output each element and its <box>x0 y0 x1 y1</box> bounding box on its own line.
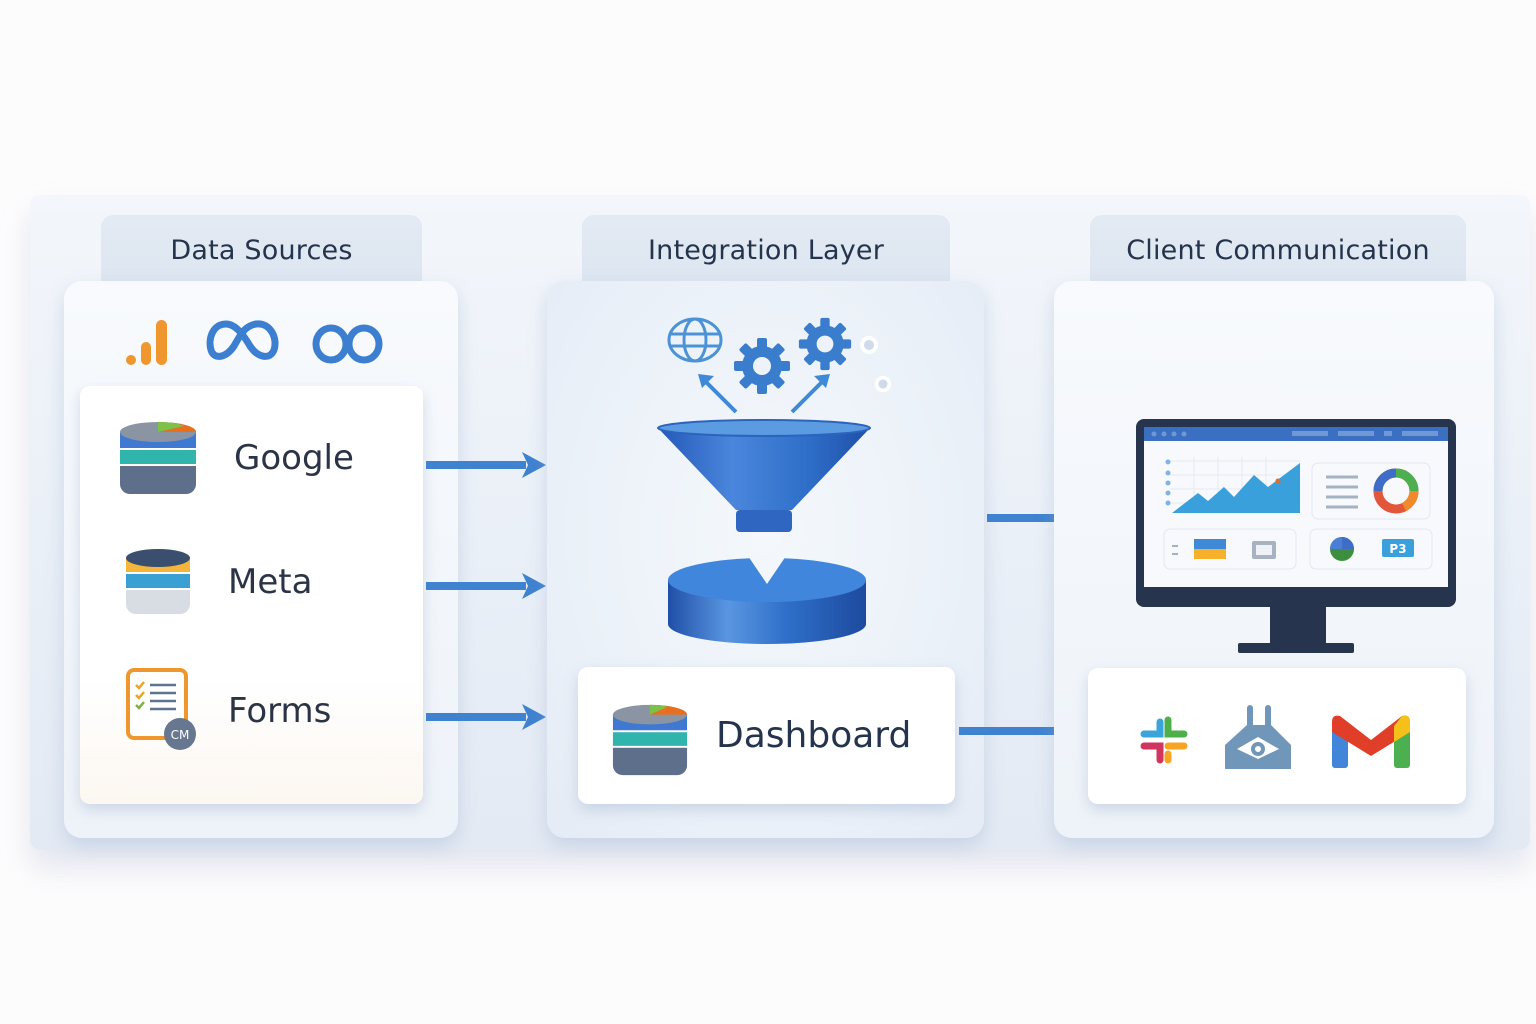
small-gear-icon <box>874 375 892 393</box>
globe-icon <box>667 317 723 363</box>
source-google[interactable]: Google <box>118 418 354 498</box>
checklist-form-icon: CM <box>126 668 196 750</box>
data-sources-header: Data Sources <box>101 215 422 285</box>
source-forms[interactable]: CM Forms <box>126 668 331 754</box>
flow-arrow-forms <box>426 704 546 730</box>
source-meta[interactable]: Meta <box>124 546 312 618</box>
flow-arrow-google <box>426 452 546 478</box>
data-sources-title: Data Sources <box>170 234 353 266</box>
source-label-google: Google <box>234 438 354 478</box>
source-label-forms: Forms <box>228 691 332 731</box>
database-icon <box>120 422 196 494</box>
notification-hub-icon[interactable] <box>1223 703 1293 771</box>
arrow-out-icon <box>698 374 738 414</box>
gear-icon <box>798 317 852 371</box>
database-icon <box>126 549 190 614</box>
data-sources-card: Google Meta CM Forms <box>80 386 423 804</box>
integration-layer-header: Integration Layer <box>582 215 950 285</box>
analytics-bars-icon <box>126 320 167 365</box>
dashboard-card[interactable]: Dashboard <box>578 667 955 804</box>
meta-infinity-icon <box>206 320 279 360</box>
source-label-meta: Meta <box>228 562 313 602</box>
channels-card <box>1088 668 1466 804</box>
client-communication-header: Client Communication <box>1090 215 1466 285</box>
data-platform-icon <box>668 556 866 644</box>
small-gear-icon <box>860 336 878 354</box>
forms-badge: CM <box>171 728 190 742</box>
gear-icon <box>734 338 790 394</box>
meta-infinity-icon <box>312 324 383 364</box>
funnel-icon <box>657 419 871 532</box>
integration-layer-title: Integration Layer <box>647 234 885 266</box>
flow-arrow-meta <box>426 573 546 599</box>
database-icon <box>612 704 688 776</box>
monitor-dashboard-icon: P3 <box>1136 419 1456 653</box>
arrow-out-icon <box>790 374 830 414</box>
slack-icon[interactable] <box>1138 714 1190 766</box>
monitor-widget-label: P3 <box>1389 542 1406 556</box>
client-communication-title: Client Communication <box>1126 234 1430 266</box>
dashboard-label: Dashboard <box>716 715 912 756</box>
gmail-icon[interactable] <box>1330 712 1412 770</box>
